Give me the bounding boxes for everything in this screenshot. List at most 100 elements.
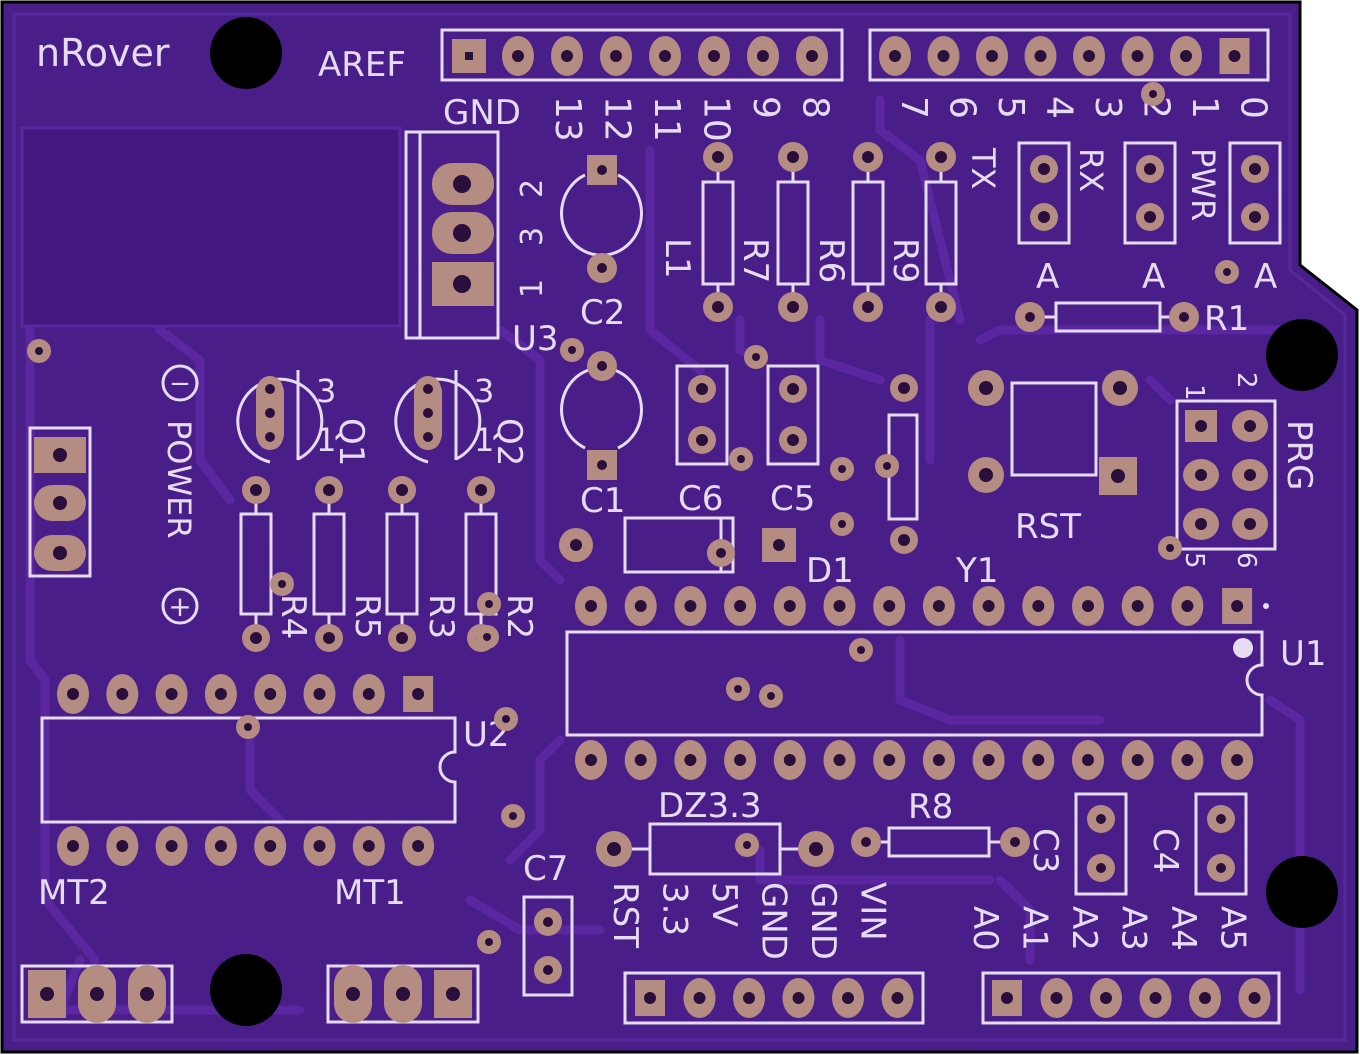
u2-pin — [106, 674, 139, 714]
r4-label: R4 — [273, 594, 313, 639]
u2-pin — [352, 826, 385, 866]
vertical-resistor — [924, 142, 958, 322]
r9-label: R9 — [885, 238, 925, 283]
u1-pin — [1022, 586, 1055, 626]
r8-label: R8 — [908, 787, 953, 827]
power-pin-label: VIN — [853, 882, 893, 941]
via — [475, 625, 499, 649]
u1-pin — [773, 740, 806, 780]
power-pin — [733, 978, 765, 1018]
pin-label: 5 — [990, 96, 1031, 119]
u1-pin — [873, 586, 906, 626]
y1-label: Y1 — [955, 551, 998, 591]
r1-label: R1 — [1204, 299, 1249, 339]
header-pin — [1073, 36, 1105, 76]
power-pin-label: GND — [803, 882, 843, 960]
board-inner-border — [12, 12, 1347, 1042]
u1-pin — [1121, 586, 1154, 626]
prg-pin2-label: 2 — [1231, 372, 1261, 389]
l1-label: L1 — [657, 238, 697, 279]
via — [830, 457, 854, 481]
pad — [778, 292, 808, 322]
vertical-resistor — [239, 476, 273, 652]
prg-pin — [1232, 508, 1268, 540]
u1-pin — [624, 740, 657, 780]
prg-pin1-label: 1 — [1179, 384, 1209, 401]
u3-pin3-label: 3 — [515, 227, 550, 246]
u1-label: U1 — [1280, 634, 1327, 674]
u1-pin — [773, 586, 806, 626]
power-minus-sign: − — [169, 369, 191, 399]
u1-pin — [1072, 586, 1104, 626]
led-pwr: PWR A — [1184, 141, 1282, 297]
mount-hole-bottom-left — [210, 954, 282, 1026]
analog-pin — [1040, 978, 1073, 1018]
c3-capacitor: C3 — [1025, 792, 1128, 896]
u1-pin — [1072, 740, 1104, 780]
pad — [926, 292, 956, 322]
d1-diode: D1 — [559, 516, 854, 591]
mount-hole-right-lower — [1266, 856, 1338, 928]
prg-pin — [1183, 459, 1219, 491]
mt1-label: MT1 — [334, 873, 406, 913]
prg-pin5-label: 5 — [1179, 552, 1209, 569]
q1-pin1-label: 1 — [316, 421, 336, 459]
header-pin — [649, 36, 681, 76]
u2-motor-driver: U2 — [40, 715, 510, 824]
vertical-resistor — [312, 476, 346, 652]
power-pin-square — [635, 980, 665, 1016]
r1-resistor: R1 — [1015, 299, 1249, 339]
pin-label: 11 — [646, 96, 687, 142]
u2-pin — [402, 826, 435, 866]
pin-label: 3 — [1087, 96, 1128, 119]
c3-label: C3 — [1025, 828, 1065, 873]
via — [830, 512, 854, 536]
via — [477, 592, 501, 616]
header-digital-high: AREF GND — [318, 28, 844, 133]
header-pin — [747, 36, 779, 76]
led-tx: TX A — [964, 141, 1071, 297]
pin-label: 8 — [795, 96, 836, 119]
pad — [242, 476, 270, 504]
u2-pin — [352, 674, 385, 714]
capacitor-pad — [688, 375, 716, 403]
u1-pin — [724, 586, 757, 626]
u1-pin — [575, 586, 607, 626]
analog-pin-label: A1 — [1015, 906, 1055, 951]
u1-pin — [624, 586, 657, 626]
pad — [703, 142, 733, 172]
u1-pin — [972, 740, 1005, 780]
c2-label: C2 — [580, 293, 625, 333]
c2-capacitor: C2 — [560, 155, 643, 333]
power-pin — [683, 978, 716, 1018]
u1-pin — [823, 586, 856, 626]
pad — [853, 292, 883, 322]
rx-a-label: A — [1142, 257, 1165, 297]
pin-label: 9 — [745, 96, 786, 119]
via — [735, 833, 759, 857]
pin-label: 6 — [942, 96, 983, 119]
u2-pin — [155, 826, 188, 866]
reset-button[interactable]: RST — [968, 370, 1138, 547]
u3-pin1-label: 1 — [515, 279, 550, 298]
analog-pin-square — [992, 980, 1022, 1016]
analog-pin-label: A0 — [965, 906, 1005, 951]
header-pin — [551, 36, 583, 76]
pad — [388, 476, 416, 504]
analog-pin-label: A3 — [1114, 906, 1154, 951]
via — [759, 684, 783, 708]
u2-pin — [57, 826, 89, 866]
via — [27, 339, 51, 363]
header-pin — [698, 36, 730, 76]
vertical-resistor — [776, 142, 810, 322]
analog-pin-label: A4 — [1163, 906, 1203, 951]
via — [270, 572, 294, 596]
via — [477, 930, 501, 954]
analog-pin — [1139, 978, 1172, 1018]
prg-pin — [1183, 508, 1219, 540]
u1-pin — [922, 586, 955, 626]
pad — [778, 142, 808, 172]
vertical-resistor — [701, 142, 735, 322]
mount-hole-top-left — [210, 17, 282, 89]
via — [501, 804, 525, 828]
